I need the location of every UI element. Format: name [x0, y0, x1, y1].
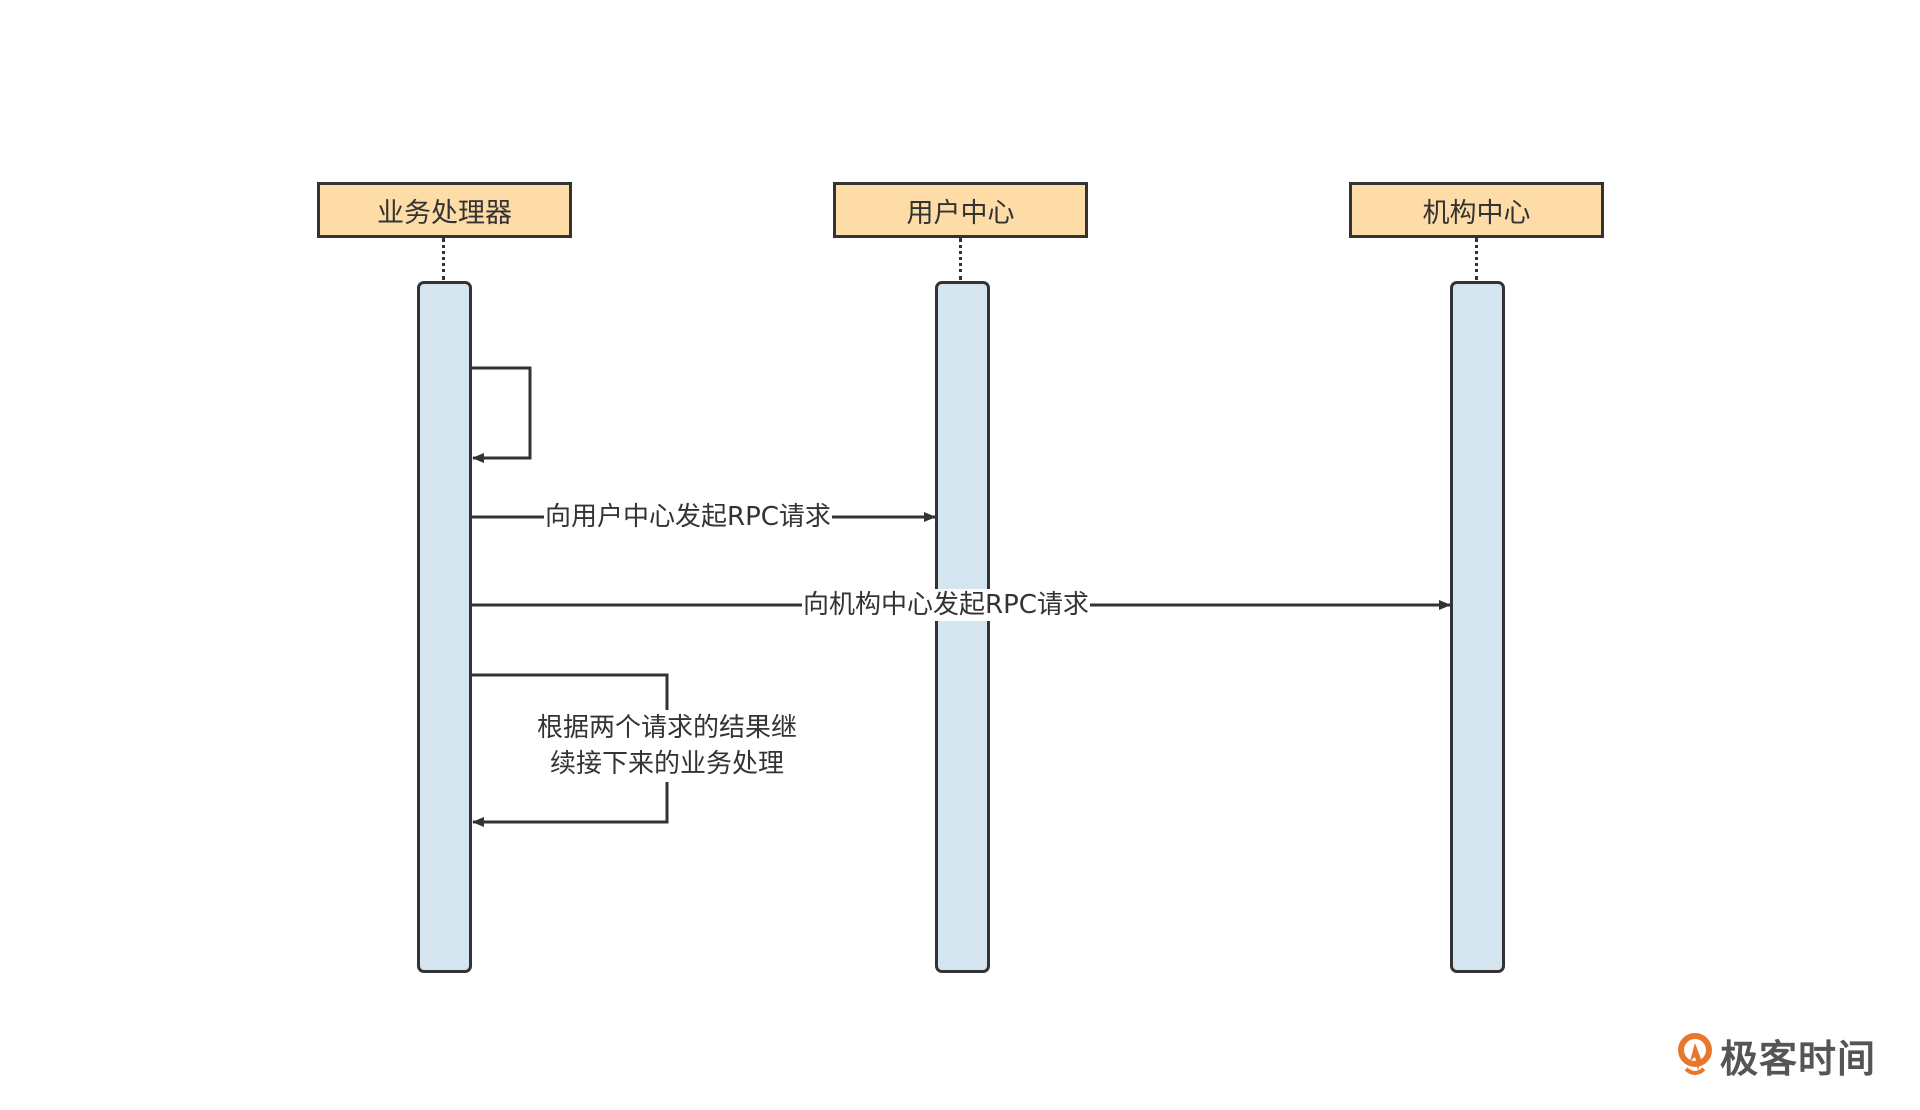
- participant-business-processor: 业务处理器: [317, 182, 572, 238]
- activation-bar-user-center: [935, 281, 990, 973]
- watermark-text: 极客时间: [1720, 1037, 1877, 1081]
- watermark-logo: 极客时间: [1678, 1028, 1876, 1083]
- activation-bar-business-processor: [417, 281, 472, 973]
- lifeline-connector: [959, 238, 962, 280]
- participant-label: 机构中心: [1422, 197, 1531, 229]
- message-label-line: 续接下来的业务处理: [549, 749, 784, 779]
- message-label: 向机构中心发起RPC请求: [802, 589, 1090, 621]
- message-label: 根据两个请求的结果继 续接下来的业务处理: [516, 710, 818, 782]
- self-message-arrow: [471, 366, 532, 463]
- lifeline-connector: [1475, 238, 1478, 280]
- lifeline-connector: [442, 238, 445, 280]
- participant-org-center: 机构中心: [1349, 182, 1604, 238]
- message-label-line: 根据两个请求的结果继: [536, 713, 797, 743]
- activation-bar-org-center: [1450, 281, 1505, 973]
- participant-label: 用户中心: [906, 197, 1015, 229]
- message-label: 向用户中心发起RPC请求: [544, 501, 832, 533]
- participant-user-center: 用户中心: [833, 182, 1088, 238]
- participant-label: 业务处理器: [377, 197, 512, 229]
- geektime-logo-icon: [1678, 1032, 1712, 1075]
